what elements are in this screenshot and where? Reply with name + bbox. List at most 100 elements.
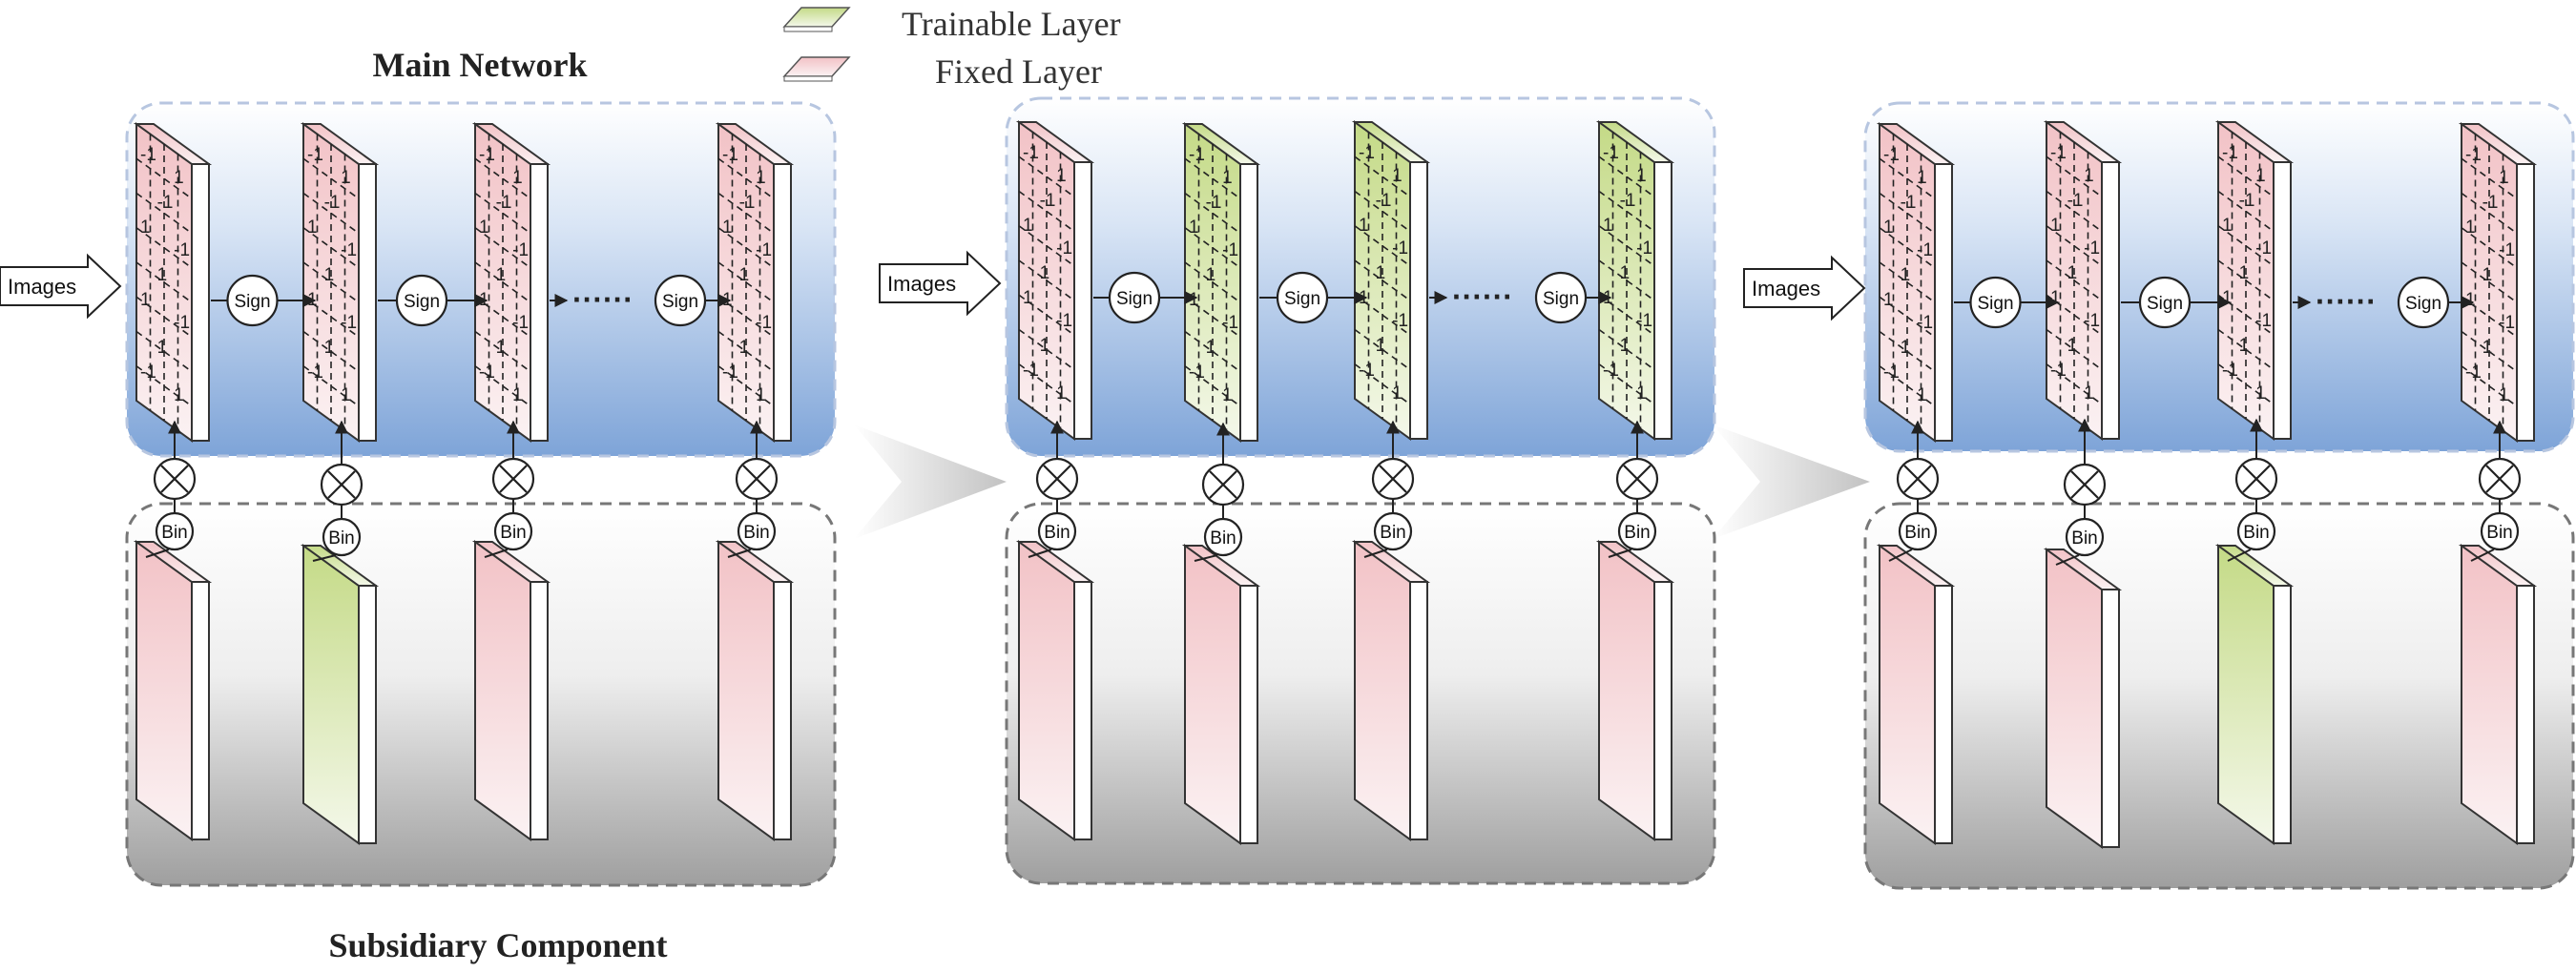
grid-value: 1	[1901, 338, 1911, 358]
grid-value: -1	[1917, 240, 1933, 260]
grid-value: -1	[1376, 191, 1392, 211]
grid-value: -1	[756, 313, 772, 333]
grid-value: 1	[1222, 385, 1233, 405]
grid-value: -1	[341, 240, 357, 260]
grid-value: 1	[1189, 217, 1199, 238]
multiply-icon	[2063, 463, 2107, 507]
legend-fixed-swatch	[782, 56, 851, 82]
grid-value: 1	[756, 385, 766, 405]
grid-value: 1	[1040, 336, 1050, 356]
grid-value: -1	[1901, 193, 1917, 213]
bin-label: Bin	[1904, 523, 1930, 543]
grid-value: -1	[2222, 361, 2238, 381]
ellipsis-dots: ······	[572, 282, 634, 317]
legend-trainable-swatch	[782, 7, 851, 32]
multiply-icon	[491, 457, 535, 501]
grid-value: -1	[512, 240, 529, 260]
bin-circle: Bin	[493, 511, 533, 551]
ellipsis-dots: ······	[2316, 284, 2377, 319]
grid-value: 1	[1620, 263, 1631, 283]
grid-value: 1	[2239, 263, 2250, 283]
grid-value: -1	[174, 313, 190, 333]
grid-value: 1	[2084, 166, 2094, 186]
bin-label: Bin	[1380, 523, 1405, 543]
bin-label: Bin	[500, 523, 526, 543]
grid-value: 1	[2050, 288, 2061, 308]
grid-value: 1	[2084, 383, 2094, 404]
grid-value: 1	[140, 290, 151, 310]
grid-value: -1	[1040, 191, 1056, 211]
images-label: Images	[887, 272, 956, 296]
subsidiary-layer-4-fixed	[1595, 540, 1675, 841]
main-layer-3-trainable: -11-11-111-11-11	[1351, 120, 1431, 441]
grid-value: -1	[2255, 311, 2272, 331]
multiply-icon	[1371, 457, 1415, 501]
grid-value: 1	[1206, 265, 1216, 285]
bin-label: Bin	[161, 523, 187, 543]
grid-value: -1	[2499, 240, 2515, 260]
sign-label: Sign	[2147, 294, 2183, 314]
grid-value: -1	[739, 193, 756, 213]
grid-value: -1	[1620, 191, 1636, 211]
bin-label: Bin	[2486, 523, 2512, 543]
grid-value: -1	[1636, 311, 1652, 331]
grid-value: -1	[1359, 361, 1375, 381]
main-layer-1-fixed: -11-11-111-11-11	[133, 122, 213, 443]
grid-value: 1	[307, 217, 318, 238]
grid-value: -1	[1883, 145, 1900, 165]
multiply-icon	[1035, 457, 1079, 501]
grid-value: -1	[307, 362, 323, 383]
grid-value: -1	[2255, 238, 2272, 259]
multiply-icon	[1896, 457, 1940, 501]
grid-value: 1	[512, 168, 523, 188]
subsidiary-layer-2-trainable	[300, 544, 380, 845]
grid-value: 1	[1917, 168, 1927, 188]
grid-value: 1	[1620, 336, 1631, 356]
grid-value: 1	[1189, 290, 1199, 310]
multiply-icon	[153, 457, 197, 501]
main-network-title: Main Network	[373, 46, 588, 84]
grid-value: 1	[2255, 166, 2266, 186]
sign-circle: Sign	[1969, 276, 2022, 329]
grid-value: 1	[1392, 383, 1402, 404]
grid-value: 1	[496, 338, 507, 358]
grid-value: 1	[1376, 336, 1386, 356]
main-layer-3-fixed: -11-11-111-11-11	[471, 122, 551, 443]
grid-value: 1	[2499, 385, 2509, 405]
grid-value: 1	[2499, 168, 2509, 188]
grid-value: -1	[2050, 361, 2067, 381]
bin-circle: Bin	[1037, 511, 1077, 551]
grid-value: 1	[2483, 338, 2493, 358]
subsidiary-layer-3-trainable	[2214, 544, 2295, 845]
grid-value: -1	[157, 193, 174, 213]
subsidiary-layer-3-fixed	[1351, 540, 1431, 841]
stage-3: Images-11-11-111-11-11-11-11-111-11-11-1…	[1743, 101, 2575, 890]
grid-value: -1	[140, 362, 156, 383]
grid-value: 1	[739, 265, 750, 285]
sign-label: Sign	[1284, 289, 1320, 309]
stage-1: Images-11-11-111-11-11-11-11-111-11-11-1…	[0, 101, 837, 887]
grid-value: 1	[2465, 290, 2476, 310]
grid-value: 1	[1917, 385, 1927, 405]
grid-value: 1	[1040, 263, 1050, 283]
images-input-arrow: Images	[879, 250, 1002, 317]
grid-value: 1	[1376, 263, 1386, 283]
grid-value: -1	[1189, 145, 1205, 165]
grid-value: 1	[140, 217, 151, 238]
multiply-icon	[1201, 463, 1245, 507]
grid-value: -1	[756, 240, 772, 260]
grid-value: 1	[739, 338, 750, 358]
grid-value: 1	[324, 338, 335, 358]
sign-label: Sign	[1543, 289, 1579, 309]
grid-value: -1	[1189, 362, 1205, 383]
grid-value: -1	[341, 313, 357, 333]
main-layer-4-trainable: -11-11-111-11-11	[1595, 120, 1675, 441]
multiply-icon	[320, 463, 364, 507]
images-label: Images	[1752, 277, 1820, 300]
grid-value: 1	[1636, 383, 1647, 404]
grid-value: -1	[1392, 238, 1408, 259]
sign-label: Sign	[1977, 294, 2013, 314]
bin-circle: Bin	[1373, 511, 1413, 551]
main-layer-1-fixed: -11-11-111-11-11	[1015, 120, 1095, 441]
bin-circle: Bin	[2065, 517, 2105, 557]
